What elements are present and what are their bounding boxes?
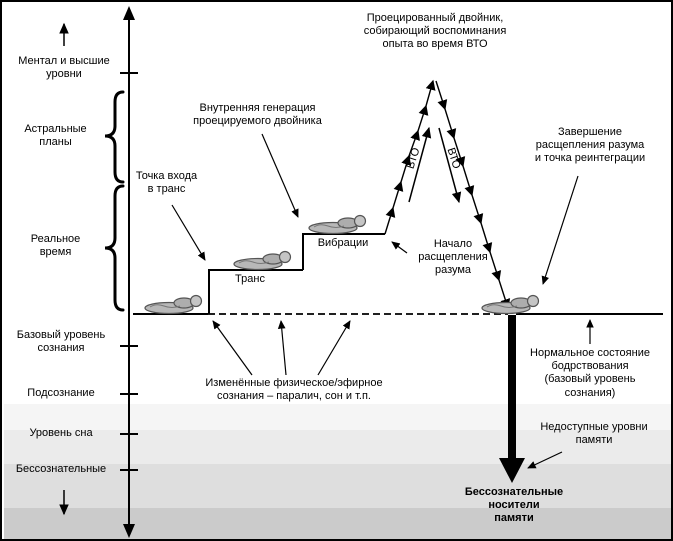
trance-entry-arrow: [171, 204, 206, 261]
annotation-projected-double: Проецированный двойник, собирающий воспо…: [363, 12, 507, 51]
annotation-altered-states: Изменённые физическое/эфирное сознания –…: [205, 377, 383, 403]
lying-figure-trance: [233, 250, 292, 271]
memory-band-4: [4, 508, 671, 539]
annotation-reintegration: Завершение расщепления разума и точка ре…: [534, 126, 646, 165]
obe-down-arrow-icon: [438, 127, 462, 204]
annotation-normal-state: Нормальное состояние бодрствования (базо…: [530, 347, 650, 399]
realtime-brace: [104, 184, 125, 312]
lying-figure-vibrations: [308, 214, 367, 235]
obe-descent-arrows: [435, 80, 511, 310]
altered-arrow-3: [317, 320, 351, 376]
axis-label-mental: Ментал и высшие уровни: [18, 55, 110, 81]
altered-arrow-1: [212, 320, 253, 376]
memory-band-2: [4, 430, 671, 464]
annotation-memory-carriers: Бессознательные носители памяти: [464, 486, 564, 525]
axis-label-subconscious: Подсознание: [27, 387, 95, 399]
annotation-split-start: Начало расщепления разума: [418, 238, 488, 277]
vibration-step-line: [302, 233, 385, 270]
consciousness-axis: [123, 6, 135, 538]
axis-bottom-arrow-icon: [123, 524, 135, 538]
stage-label-trance: Транс: [235, 273, 265, 285]
lying-figure-base: [144, 294, 203, 315]
axis-label-astral: Астральные планы: [24, 123, 87, 149]
trance-step-line: [208, 269, 303, 314]
split-start-arrow: [391, 241, 408, 254]
annotation-inaccessible-memory: Недоступные уровни памяти: [540, 421, 648, 447]
obe-ascent-arrows: [384, 79, 436, 235]
obe-up-arrow-icon: [408, 126, 432, 203]
memory-band-1: [4, 404, 671, 430]
altered-arrow-2: [277, 320, 287, 376]
annotation-trance-entry: Точка входа в транс: [135, 170, 198, 196]
stage-label-vibrations: Вибрации: [317, 237, 369, 249]
memory-download-arrow: [499, 315, 525, 483]
memory-band-3: [4, 464, 671, 508]
annotation-internal-generation: Внутренняя генерация проецируемого двойн…: [193, 102, 322, 128]
axis-ticks: [120, 72, 138, 471]
reintegration-arrow: [541, 175, 579, 285]
generation-arrow: [261, 133, 299, 218]
axis-label-base-level: Базовый уровень сознания: [16, 329, 106, 355]
lying-figure-reintegration: [481, 294, 540, 315]
axis-label-realtime: Реальное время: [30, 233, 81, 259]
axis-label-unconscious: Бессознательные: [15, 463, 107, 475]
axis-label-sleep: Уровень сна: [29, 427, 93, 439]
astral-brace: [104, 90, 125, 184]
inaccessible-arrow: [527, 451, 563, 469]
axis-top-arrow-icon: [123, 6, 135, 20]
